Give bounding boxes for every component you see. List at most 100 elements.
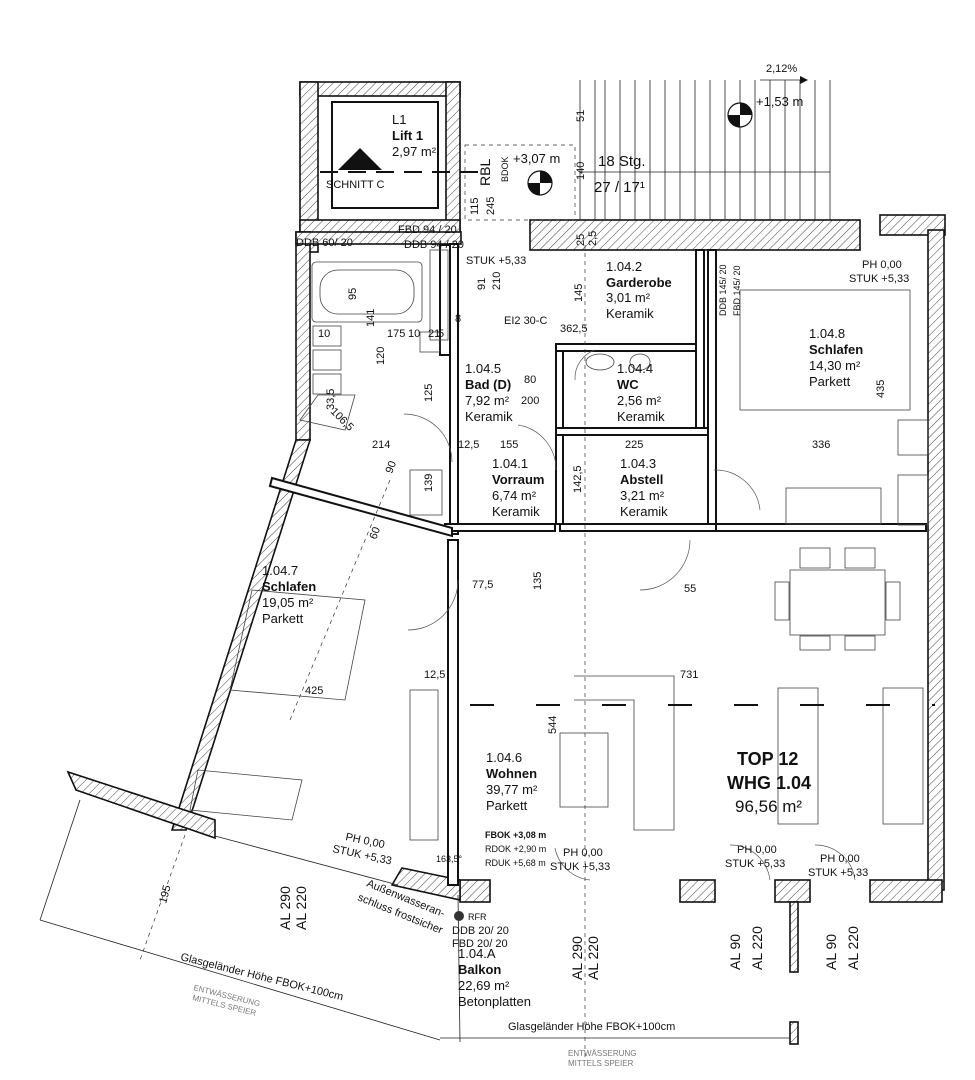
label-fbd-bal: FBD 20/ 20: [452, 938, 508, 950]
room-num: 1.04.5: [465, 361, 501, 376]
dim: 435: [875, 380, 887, 398]
label-ddb145: DDB 145/ 20: [718, 264, 728, 316]
balcony-corner: [390, 867, 461, 901]
lift-code: L1: [392, 112, 406, 127]
room-name: Abstell: [620, 472, 663, 487]
dim: 55: [684, 583, 696, 595]
dim: 175: [387, 328, 405, 340]
partition-schlafen7-top: [268, 476, 453, 538]
room-area: 39,77 m²: [486, 782, 538, 797]
lift-name: Lift 1: [392, 128, 423, 143]
label-rduk: RDUK +5,68 m: [485, 858, 546, 868]
bed-left: [229, 589, 366, 701]
wall-left-slanted: [170, 439, 312, 831]
dim: 195: [157, 884, 173, 905]
wall-lift-top: [299, 81, 461, 97]
post-2: [789, 1021, 799, 1045]
bathtub-icon: [311, 261, 423, 323]
wall-bottom-2: [679, 879, 716, 903]
room-name: WC: [617, 377, 639, 392]
wall-bath-top: [295, 231, 462, 245]
al220-r2: AL 220: [845, 926, 861, 970]
label-stuk-r2: STUK +5,33: [808, 867, 868, 879]
coffee-table: [559, 732, 609, 808]
label-ph-mid: PH 0,00: [563, 847, 603, 859]
room-vorraum: 1.04.1 Vorraum 6,74 m² Keramik: [492, 456, 545, 519]
toilet-icon: [585, 353, 615, 371]
dim: 245: [485, 197, 497, 215]
room-name: Garderobe: [606, 275, 672, 290]
unit-area: 96,56 m²: [735, 797, 802, 816]
al290-left: AL 290: [277, 886, 293, 930]
dim: 731: [680, 669, 698, 681]
partition-vorraum-bottom: [444, 523, 556, 532]
room-wohnen: 1.04.6 Wohnen 39,77 m² Parkett: [486, 750, 538, 813]
wall-bottom-3: [774, 879, 811, 903]
stair-ratio: 27 / 17¹: [594, 179, 645, 196]
label-fbd-top: FBD 94 / 20: [398, 224, 457, 236]
label-ph-r2: PH 0,00: [820, 853, 860, 865]
sofa: [777, 687, 819, 825]
room-num: 1.04.6: [486, 750, 522, 765]
dim: 155: [500, 439, 518, 451]
dimensions: 51 140 115 245 91 210 145 362,5 175 10 2…: [157, 110, 887, 905]
dim: 140: [575, 162, 587, 180]
room-num: 1.04.A: [458, 946, 496, 961]
dim: 51: [575, 110, 587, 122]
room-floor: Keramik: [620, 504, 668, 519]
level-mid: +3,07 m: [513, 151, 560, 166]
dim: 336: [812, 439, 830, 451]
wall-lift-right: [445, 81, 461, 233]
partition-bath-right: [449, 243, 459, 535]
room-area: 14,30 m²: [809, 358, 861, 373]
dining-table: [789, 569, 886, 636]
dim: 135: [532, 572, 544, 590]
room-name: Bad (D): [465, 377, 511, 392]
al90-r2: AL 90: [823, 934, 839, 970]
label-stuk-mid: STUK +5,33: [550, 861, 610, 873]
rbl-sub: BDOK: [500, 156, 510, 182]
label-entw-4: MITTELS SPEIER: [568, 1059, 634, 1068]
label-fbd145: FBD 145/ 20: [732, 265, 742, 316]
label-angle: 163,5°: [436, 854, 463, 864]
room-num: 1.04.4: [617, 361, 653, 376]
partition-schlafen-left: [707, 249, 717, 531]
partition-abstell-bottom: [559, 523, 721, 532]
al220-r1: AL 220: [749, 926, 765, 970]
dim: 362,5: [560, 323, 588, 335]
dim: 210: [491, 272, 503, 290]
label-stuk-r: STUK +5,33: [849, 273, 909, 285]
room-floor: Keramik: [465, 409, 513, 424]
dim: 120: [375, 347, 387, 365]
room-area: 6,74 m²: [492, 488, 537, 503]
room-num: 1.04.1: [492, 456, 528, 471]
label-ddb-94: DDB 94 / 20: [404, 239, 464, 251]
room-floor: Keramik: [606, 306, 654, 321]
dim: 77,5: [472, 579, 493, 591]
room-floor: Parkett: [486, 798, 528, 813]
dim: 12,5: [424, 669, 445, 681]
room-num: 1.04.7: [262, 563, 298, 578]
room-area: 3,01 m²: [606, 290, 651, 305]
room-floor: Betonplatten: [458, 994, 531, 1009]
section-label: SCHNITT C: [326, 179, 385, 191]
dim: 139: [423, 474, 435, 492]
dim: 145: [573, 284, 585, 302]
stair: [464, 76, 831, 221]
bathroom-fixtures: [299, 249, 651, 431]
dim: 60: [368, 525, 383, 541]
lift-area: 2,97 m²: [392, 144, 437, 159]
dim: 142,5: [572, 465, 584, 493]
bed-right: [739, 289, 911, 411]
dim: 8: [455, 313, 461, 325]
dim: 80: [524, 374, 536, 386]
dim: 12,5: [458, 439, 479, 451]
rbl-label: RBL: [477, 159, 493, 186]
dim: 125: [423, 384, 435, 402]
unit-whg: WHG 1.04: [727, 773, 811, 793]
label-ei2: EI2 30-C: [504, 315, 547, 327]
partition-wohnen-left: [447, 539, 459, 886]
dim: 21: [428, 328, 440, 340]
post-1: [789, 901, 799, 973]
